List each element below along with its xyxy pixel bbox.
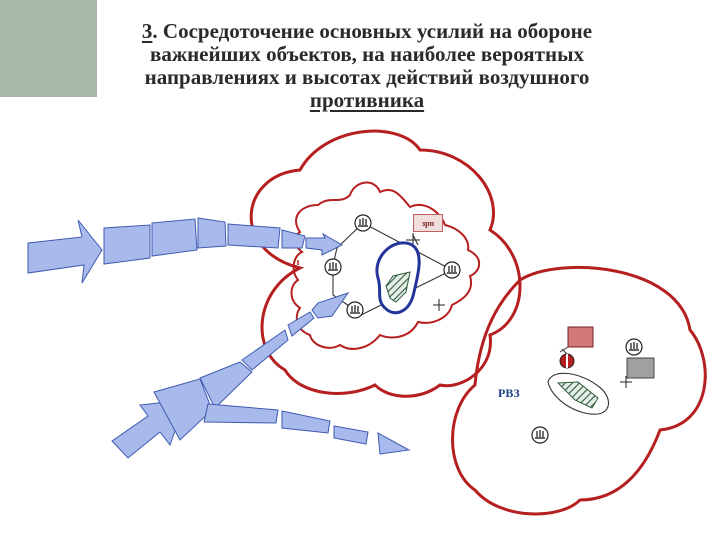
- attack-arrow-icon: [227, 223, 281, 249]
- attack-arrow-icon: [199, 361, 253, 409]
- attack-arrow-icon: [103, 224, 151, 265]
- battery-icon: [625, 338, 643, 356]
- attack-arrow-icon: [305, 232, 344, 256]
- radar-icon: [559, 348, 575, 369]
- inner-fire-zone: [290, 181, 481, 350]
- attack-arrow-icon: [151, 218, 198, 257]
- attack-arrow-icon: [27, 219, 103, 284]
- zrp-label: зрп: [413, 214, 443, 232]
- attack-arrow-icon: [241, 329, 289, 371]
- defended-object-secondary: [547, 372, 610, 415]
- battery-icon: [531, 426, 549, 444]
- secondary-defense-zone: [451, 265, 707, 516]
- title-line-3: направлениях и высотах действий воздушно…: [144, 65, 590, 89]
- attack-arrow-icon: [197, 217, 227, 249]
- title-line-4: противника: [309, 88, 425, 112]
- battery-icon: [443, 261, 461, 279]
- battery-icon: [354, 214, 372, 232]
- attack-arrow-icon: [311, 292, 350, 319]
- attack-arrow-icon: [281, 229, 306, 249]
- title-line-2: важнейших объектов, на наиболее вероятны…: [150, 42, 584, 66]
- rvz-label: РВЗ: [498, 386, 520, 400]
- battery-icon: [346, 301, 364, 319]
- defended-object-icon: [385, 271, 411, 303]
- defended-object-icon: [556, 381, 599, 409]
- attack-direction-lower: [203, 403, 411, 455]
- attack-arrow-icon: [281, 410, 331, 434]
- corner-decoration: [0, 0, 97, 97]
- main-defense-zone: [249, 129, 522, 398]
- title-number: 3: [141, 19, 153, 43]
- attack-direction-upper: [27, 217, 344, 284]
- title-line-1: . Сосредоточение основных усилий на обор…: [152, 19, 593, 43]
- command-post-box: [626, 357, 655, 379]
- battery-icon: [324, 258, 342, 276]
- attack-arrow-icon: [333, 425, 369, 445]
- attack-direction-diagonal: [111, 292, 350, 459]
- defended-object-main: [375, 241, 421, 315]
- attack-arrow-icon: [203, 403, 279, 424]
- battery-position-box: [567, 326, 594, 348]
- attack-arrow-icon: [287, 311, 315, 337]
- command-post-icon: [620, 376, 632, 388]
- attack-arrow-icon: [377, 432, 411, 455]
- slide-title: 3. Сосредоточение основных усилий на обо…: [102, 20, 632, 112]
